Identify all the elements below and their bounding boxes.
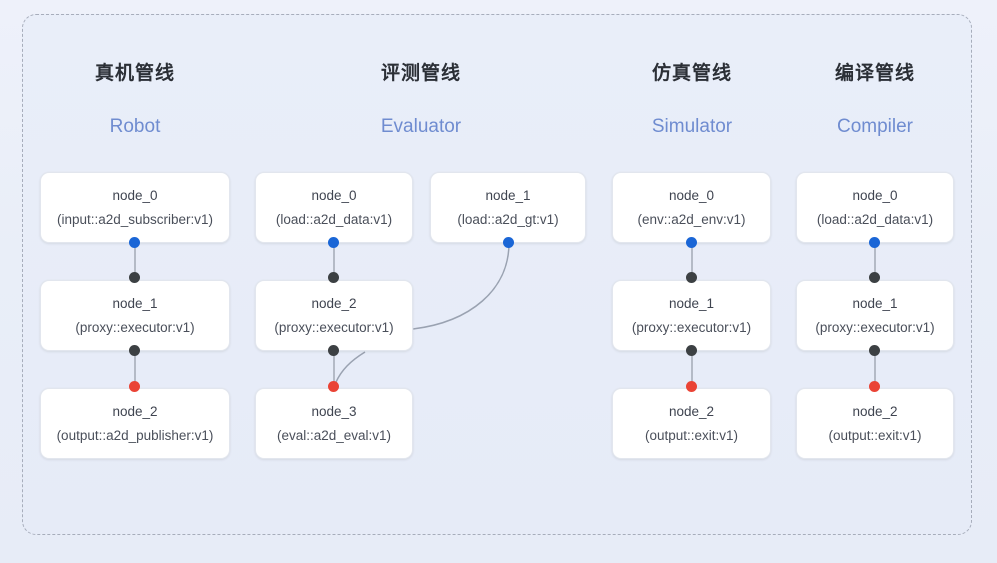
node-spec: (proxy::executor:v1) [274,320,394,335]
edge-robot-1-to-2 [134,350,136,388]
node-name: node_2 [311,296,357,311]
node-spec: (output::exit:v1) [828,428,922,443]
node-spec: (proxy::executor:v1) [75,320,195,335]
node-box-simulator-2[interactable]: node_2 (output::exit:v1) [612,388,771,459]
output-port-dark-simulator-1[interactable] [686,345,697,356]
node-name: node_2 [852,404,898,419]
output-port-dark-robot-1[interactable] [129,345,140,356]
input-port-dark-compiler-1[interactable] [869,272,880,283]
node-name: node_1 [852,296,898,311]
output-port-dark-compiler-1[interactable] [869,345,880,356]
node-box-robot-0[interactable]: node_0 (input::a2d_subscriber:v1) [40,172,230,243]
output-port-blue-simulator-0[interactable] [686,237,697,248]
input-port-red-evaluator-3[interactable] [328,381,339,392]
node-name: node_1 [668,296,715,311]
output-port-blue-evaluator-0[interactable] [328,237,339,248]
node-name: node_2 [668,404,715,419]
input-port-red-robot-2[interactable] [129,381,140,392]
node-box-robot-2[interactable]: node_2 (output::a2d_publisher:v1) [40,388,230,459]
output-port-blue-evaluator-1[interactable] [503,237,514,248]
edge-robot-0-to-1 [134,242,136,280]
edge-evaluator-0-to-2 [333,242,335,280]
node-spec: (load::a2d_gt:v1) [457,212,559,227]
input-port-dark-robot-1[interactable] [129,272,140,283]
node-name: node_0 [852,188,898,203]
node-spec: (load::a2d_data:v1) [275,212,393,227]
node-spec: (eval::a2d_eval:v1) [276,428,392,443]
edge-compiler-0-to-1 [874,242,876,280]
input-port-dark-simulator-1[interactable] [686,272,697,283]
node-box-evaluator-2[interactable]: node_2 (proxy::executor:v1) [255,280,413,351]
node-box-evaluator-3[interactable]: node_3 (eval::a2d_eval:v1) [255,388,413,459]
output-port-blue-compiler-0[interactable] [869,237,880,248]
edge-simulator-1-to-2 [691,350,693,388]
input-port-red-compiler-2[interactable] [869,381,880,392]
node-name: node_0 [112,188,158,203]
node-name: node_1 [112,296,158,311]
output-port-dark-evaluator-2[interactable] [328,345,339,356]
node-box-compiler-1[interactable]: node_1 (proxy::executor:v1) [796,280,954,351]
node-box-evaluator-0[interactable]: node_0 (load::a2d_data:v1) [255,172,413,243]
node-spec: (load::a2d_data:v1) [816,212,934,227]
output-port-blue-robot-0[interactable] [129,237,140,248]
node-box-robot-1[interactable]: node_1 (proxy::executor:v1) [40,280,230,351]
node-spec: (proxy::executor:v1) [631,320,752,335]
node-box-compiler-0[interactable]: node_0 (load::a2d_data:v1) [796,172,954,243]
node-spec: (proxy::executor:v1) [815,320,935,335]
node-name: node_3 [311,404,357,419]
node-box-compiler-2[interactable]: node_2 (output::exit:v1) [796,388,954,459]
node-name: node_0 [668,188,715,203]
input-port-dark-evaluator-2[interactable] [328,272,339,283]
node-spec: (input::a2d_subscriber:v1) [56,212,214,227]
node-spec: (output::a2d_publisher:v1) [56,428,214,443]
edge-simulator-0-to-1 [691,242,693,280]
node-name: node_0 [311,188,357,203]
edge-compiler-1-to-2 [874,350,876,388]
node-box-evaluator-1[interactable]: node_1 (load::a2d_gt:v1) [430,172,586,243]
node-name: node_1 [485,188,531,203]
node-spec: (output::exit:v1) [644,428,739,443]
node-name: node_2 [112,404,158,419]
input-port-red-simulator-2[interactable] [686,381,697,392]
node-box-simulator-0[interactable]: node_0 (env::a2d_env:v1) [612,172,771,243]
node-spec: (env::a2d_env:v1) [637,212,746,227]
node-box-simulator-1[interactable]: node_1 (proxy::executor:v1) [612,280,771,351]
